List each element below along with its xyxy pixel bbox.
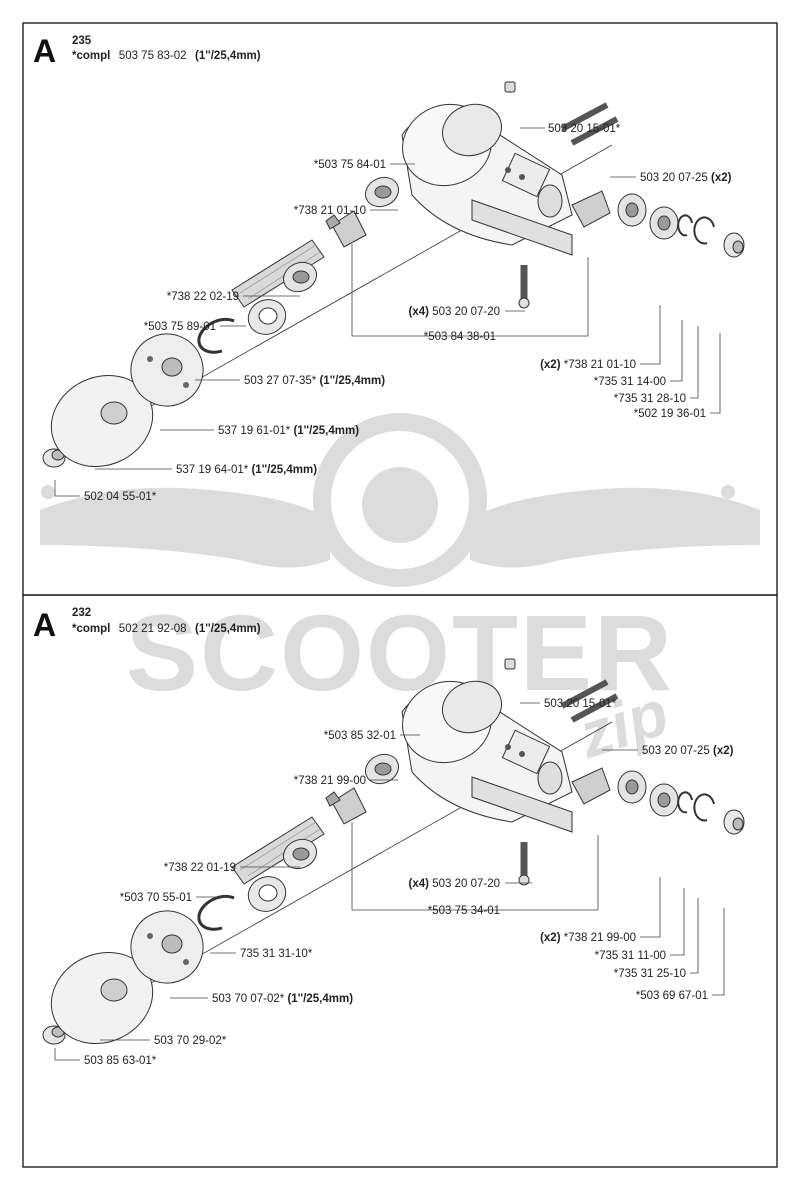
watermark-brand: SCOOTER bbox=[126, 592, 674, 713]
part-label-bearing-upper: *738 21 99-00 bbox=[294, 775, 366, 787]
leader-lines-235 bbox=[54, 127, 721, 497]
model-number: 235 bbox=[72, 35, 92, 47]
part-label-support-cup: 537 19 64-01* (1''/25,4mm) bbox=[176, 464, 317, 476]
section-header-235: A 235 *compl 503 75 83-02 (1''/25,4mm) bbox=[33, 33, 261, 69]
section-header-232: A 232 *compl 502 21 92-08 (1''/25,4mm) bbox=[33, 607, 261, 643]
part-labels-235: 503 20 15-01* *503 75 84-01 503 20 07-25… bbox=[84, 123, 732, 503]
part-label-gear-set: *503 84 38-01 bbox=[424, 331, 496, 343]
watermark: SCOOTER zip bbox=[40, 413, 760, 772]
part-label-output-shaft: *738 22 01-19 bbox=[164, 862, 236, 874]
section-frame-232 bbox=[22, 594, 778, 1168]
leader-lines-232 bbox=[54, 702, 725, 1061]
part-label-circlip-a: *735 31 11-00 bbox=[595, 950, 666, 962]
watermark-scooter-shape-right bbox=[470, 487, 760, 568]
part-label-gear-set: *503 75 34-01 bbox=[428, 905, 500, 917]
part-label-gear-housing: *503 75 84-01 bbox=[314, 159, 386, 171]
part-label-housing-screws: (x4) 503 20 07-20 bbox=[409, 878, 500, 890]
part-labels-232: 503 20 15-01* *503 85 32-01 503 20 07-25… bbox=[84, 698, 734, 1067]
part-label-drive-disc: 503 70 07-02* (1''/25,4mm) bbox=[212, 993, 353, 1005]
part-label-end-cap: *503 69 67-01 bbox=[636, 990, 708, 1002]
part-label-bearing-upper: *738 21 01-10 bbox=[294, 205, 366, 217]
compl-number: 503 75 83-02 bbox=[119, 50, 187, 62]
part-label-gear-housing: *503 85 32-01 bbox=[324, 730, 396, 742]
part-label-output-shaft: *738 22 02-19 bbox=[167, 291, 239, 303]
compl-number: 502 21 92-08 bbox=[119, 623, 187, 635]
section-letter: A bbox=[33, 33, 56, 69]
complete-assembly-line: *compl 502 21 92-08 (1''/25,4mm) bbox=[72, 619, 261, 636]
part-label-nut: 502 04 55-01* bbox=[84, 491, 157, 503]
part-label-circlip-b: *735 31 25-10 bbox=[614, 968, 686, 980]
part-label-retaining-ring: 503 27 07-35* (1''/25,4mm) bbox=[244, 375, 385, 387]
part-label-bolt-top: 503 20 15-01* bbox=[548, 123, 621, 135]
part-label-housing-screws: (x4) 503 20 07-20 bbox=[409, 306, 500, 318]
part-label-drive-disc: 537 19 61-01* (1''/25,4mm) bbox=[218, 425, 359, 437]
watermark-scooter-shape bbox=[40, 487, 330, 568]
watermark-ring bbox=[313, 413, 487, 587]
section-letter: A bbox=[33, 607, 56, 643]
watermark-core bbox=[362, 467, 438, 543]
watermark-dot-left bbox=[41, 485, 55, 499]
part-label-retaining-ring: 735 31 31-10* bbox=[240, 948, 313, 960]
watermark-dot-right bbox=[721, 485, 735, 499]
part-label-end-cap: *502 19 36-01 bbox=[634, 408, 706, 420]
part-label-bolt-top: 503 20 15-01* bbox=[544, 698, 617, 710]
part-label-circlip-b: *735 31 28-10 bbox=[614, 393, 686, 405]
part-label-seal-washer: *503 70 55-01 bbox=[120, 892, 192, 904]
part-label-nut: 503 85 63-01* bbox=[84, 1055, 157, 1067]
compl-size: (1''/25,4mm) bbox=[195, 623, 261, 635]
part-label-clamp-screws: 503 20 07-25 (x2) bbox=[640, 172, 732, 184]
part-label-circlip-a: *735 31 14-00 bbox=[594, 376, 666, 388]
compl-prefix: *compl bbox=[72, 623, 110, 635]
part-label-support-cup: 503 70 29-02* bbox=[154, 1035, 227, 1047]
complete-assembly-line: *compl 503 75 83-02 (1''/25,4mm) bbox=[72, 46, 261, 63]
part-label-seal-washer: *503 75 89-01 bbox=[144, 321, 216, 333]
part-label-bearings-input: (x2) *738 21 99-00 bbox=[540, 932, 636, 944]
model-number: 232 bbox=[72, 607, 91, 619]
compl-size: (1''/25,4mm) bbox=[195, 50, 261, 62]
part-label-bearings-input: (x2) *738 21 01-10 bbox=[540, 359, 636, 371]
compl-prefix: *compl bbox=[72, 50, 110, 62]
part-label-clamp-screws: 503 20 07-25 (x2) bbox=[642, 745, 734, 757]
